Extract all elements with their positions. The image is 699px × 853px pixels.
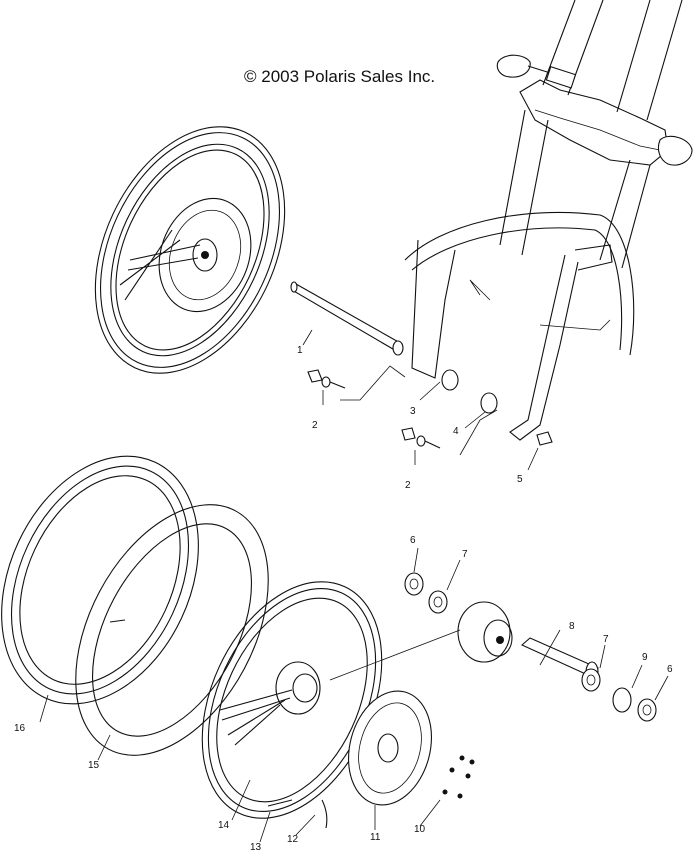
callout-3: 3 (410, 406, 416, 417)
callout-7b: 7 (603, 634, 609, 645)
callout-14: 14 (218, 820, 230, 831)
copyright-notice: © 2003 Polaris Sales Inc. (244, 67, 436, 86)
front-fork-assembly (290, 0, 693, 471)
assembled-wheel (94, 126, 286, 374)
callout-10: 10 (414, 824, 426, 835)
callout-1: 1 (297, 345, 303, 356)
callout-16: 16 (14, 723, 26, 734)
callout-2a: 2 (312, 420, 318, 431)
callout-12: 12 (287, 834, 299, 845)
callout-8: 8 (569, 621, 575, 632)
callout-15: 15 (88, 760, 100, 771)
callout-11: 11 (370, 832, 381, 843)
callout-6b: 6 (667, 664, 673, 675)
callout-2b: 2 (405, 480, 411, 491)
callout-13: 13 (250, 842, 262, 853)
callout-5: 5 (517, 474, 523, 485)
callout-4: 4 (453, 426, 459, 437)
exploded-wheel (1, 455, 669, 843)
callout-6a: 6 (410, 535, 416, 546)
callout-7a: 7 (462, 549, 468, 560)
callout-9: 9 (642, 652, 648, 663)
